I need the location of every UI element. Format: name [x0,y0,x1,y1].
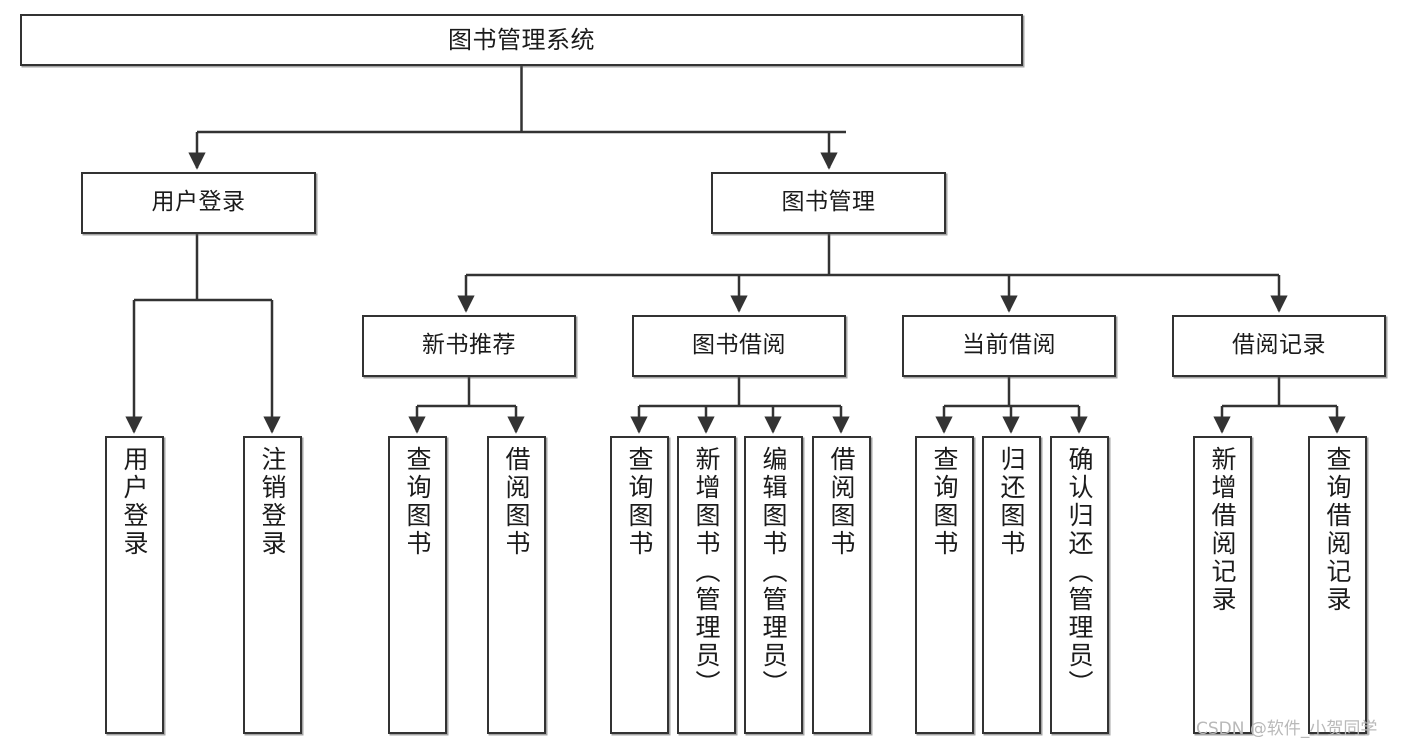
node-new-book-recommend-label: 新书推荐 [422,332,516,359]
leaf-borrow-record-add-label: 新增借阅记录 [1208,446,1237,614]
leaf-current-borrow-return-label: 归还图书 [997,446,1026,558]
node-root[interactable]: 图书管理系统 [20,14,1023,66]
leaf-book-borrow-lend[interactable]: 借阅图书 [812,436,871,734]
leaf-book-borrow-edit-label: 编辑图书（管理员） [759,446,788,698]
leaf-current-borrow-confirm-label: 确认归还（管理员） [1065,446,1094,698]
leaf-current-borrow-query-label: 查询图书 [930,446,959,558]
leaf-current-borrow-query[interactable]: 查询图书 [915,436,974,734]
leaf-user-login-signout[interactable]: 注销登录 [243,436,302,734]
node-book-management-label: 图书管理 [781,189,876,216]
node-current-borrow[interactable]: 当前借阅 [902,315,1116,377]
leaf-new-book-query[interactable]: 查询图书 [388,436,447,734]
leaf-borrow-record-query-label: 查询借阅记录 [1323,446,1352,614]
leaf-book-borrow-add[interactable]: 新增图书（管理员） [677,436,736,734]
leaf-new-book-borrow-label: 借阅图书 [502,446,531,558]
leaf-new-book-query-label: 查询图书 [403,446,432,558]
leaf-book-borrow-lend-label: 借阅图书 [827,446,856,558]
leaf-user-login-signout-label: 注销登录 [258,446,287,558]
node-borrow-record-label: 借阅记录 [1232,332,1326,359]
leaf-borrow-record-add[interactable]: 新增借阅记录 [1193,436,1252,734]
node-book-borrow[interactable]: 图书借阅 [632,315,846,377]
leaf-book-borrow-edit[interactable]: 编辑图书（管理员） [744,436,803,734]
csdn-watermark: CSDN @软件_小贺同学 [1196,719,1378,739]
leaf-borrow-record-query[interactable]: 查询借阅记录 [1308,436,1367,734]
node-user-login[interactable]: 用户登录 [81,172,316,234]
leaf-current-borrow-return[interactable]: 归还图书 [982,436,1041,734]
leaf-book-borrow-query-label: 查询图书 [625,446,654,558]
leaf-user-login-signin-label: 用户登录 [120,446,149,558]
node-current-borrow-label: 当前借阅 [962,332,1056,359]
leaf-book-borrow-query[interactable]: 查询图书 [610,436,669,734]
node-user-login-label: 用户登录 [151,189,246,216]
leaf-new-book-borrow[interactable]: 借阅图书 [487,436,546,734]
node-borrow-record[interactable]: 借阅记录 [1172,315,1386,377]
leaf-user-login-signin[interactable]: 用户登录 [105,436,164,734]
node-book-management[interactable]: 图书管理 [711,172,946,234]
node-book-borrow-label: 图书借阅 [692,332,786,359]
node-new-book-recommend[interactable]: 新书推荐 [362,315,576,377]
leaf-current-borrow-confirm[interactable]: 确认归还（管理员） [1050,436,1109,734]
node-root-label: 图书管理系统 [448,25,595,54]
leaf-book-borrow-add-label: 新增图书（管理员） [692,446,721,698]
